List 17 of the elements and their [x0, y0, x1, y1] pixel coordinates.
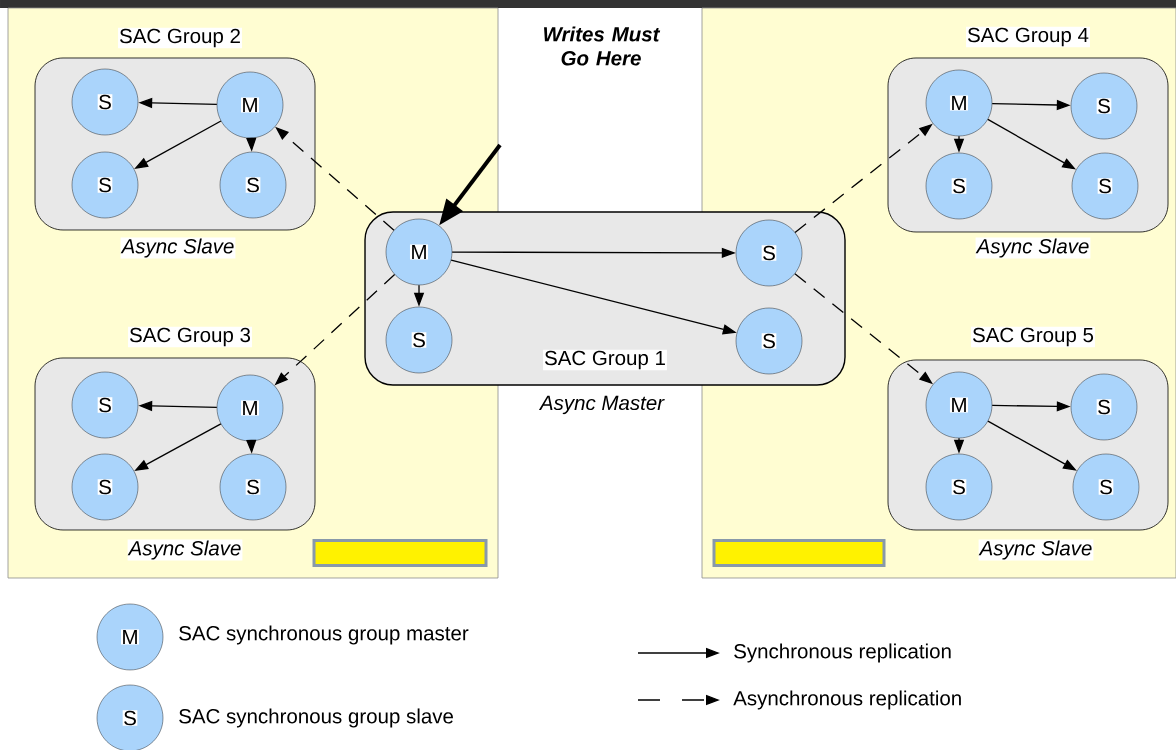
note: Writes Must Go Here: [544, 26, 661, 66]
group-role: Async Slave: [120, 237, 236, 259]
group-title: SAC Group 3: [128, 326, 252, 348]
group-role: Async Slave: [978, 539, 1094, 561]
group-role: Async Master: [538, 394, 666, 416]
legend-text: Asynchronous replication: [733, 690, 961, 710]
group-title: SAC Group 2: [118, 27, 242, 49]
group-role: Async Slave: [975, 237, 1091, 259]
group-title: SAC Group 5: [971, 326, 1095, 348]
legend-text: SAC synchronous group master: [179, 625, 469, 645]
group-title: SAC Group 4: [966, 26, 1090, 48]
legend-text: Synchronous replication: [734, 643, 951, 663]
filled-bar: [312, 539, 488, 567]
group-title: SAC Group 1: [543, 349, 667, 371]
filled-bar: [712, 539, 886, 567]
group-role: Async Slave: [127, 539, 243, 561]
legend-text: SAC synchronous group slave: [179, 708, 453, 728]
